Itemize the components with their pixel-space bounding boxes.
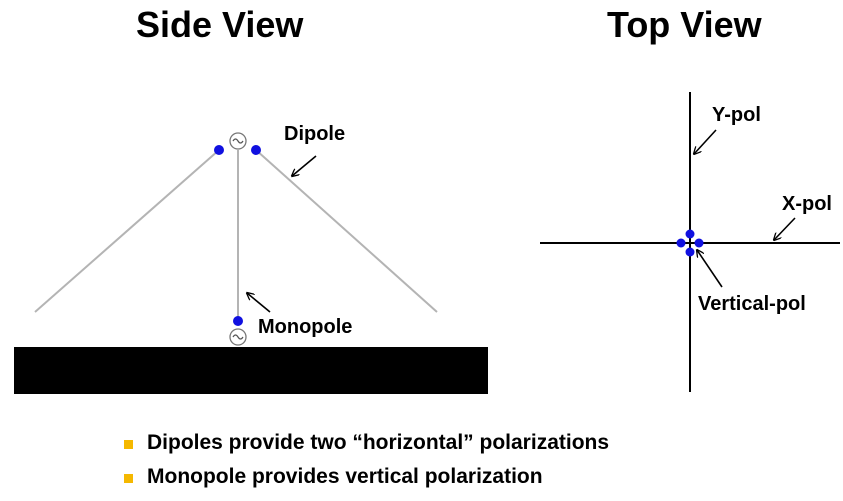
top-feed-point-west: [676, 238, 686, 248]
top-view-title: Top View: [607, 4, 762, 45]
bullet-square-icon: [124, 473, 133, 483]
bullet-item: Monopole provides vertical polarization: [124, 462, 609, 492]
dipole-pointer-arrow: [292, 155, 317, 176]
monopole-feed-point: [233, 316, 243, 326]
y-pol-pointer-arrow: [694, 129, 717, 154]
dipole-arm-left: [34, 149, 220, 313]
bullet-text: Dipoles provide two “horizontal” polariz…: [147, 431, 610, 454]
top-feed-point-north: [685, 229, 695, 239]
top-feed-point-east: [694, 238, 704, 248]
dipole-source-icon: [229, 132, 247, 150]
vertical-pol-pointer-arrow: [697, 250, 723, 288]
bullet-item: Dipoles provide two “horizontal” polariz…: [124, 428, 609, 458]
ground-plane: [14, 347, 488, 394]
bullet-square-icon: [124, 439, 133, 449]
monopole-pointer-arrow: [247, 293, 271, 313]
side-view-title: Side View: [136, 4, 304, 45]
vertical-pol-label: Vertical-pol: [698, 293, 806, 315]
dipole-feed-point-left: [214, 145, 224, 155]
bullet-text: Monopole provides vertical polarization: [147, 465, 543, 488]
top-feed-point-south: [685, 247, 695, 257]
bullet-list: Dipoles provide two “horizontal” polariz…: [124, 428, 609, 496]
dipole-feed-point-right: [251, 145, 261, 155]
dipole-label: Dipole: [284, 123, 345, 145]
monopole-label: Monopole: [258, 316, 352, 338]
x-pol-label: X-pol: [782, 193, 832, 215]
dipole-arm-right: [255, 149, 438, 313]
monopole-source-icon: [229, 328, 247, 346]
x-pol-pointer-arrow: [774, 217, 796, 240]
y-pol-label: Y-pol: [712, 104, 761, 126]
